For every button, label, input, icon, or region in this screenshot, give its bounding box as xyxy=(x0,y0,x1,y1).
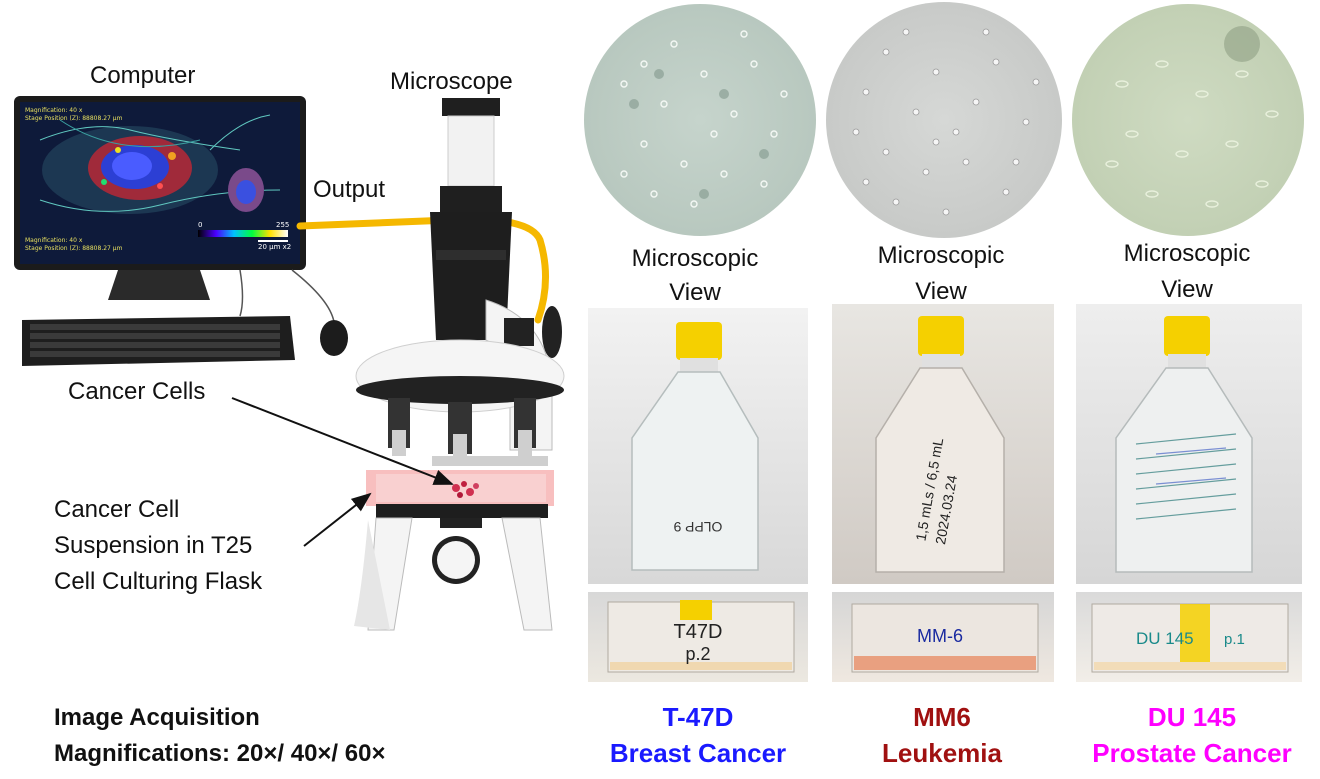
cancer-cells-arrow xyxy=(231,397,454,485)
pointer-arrows xyxy=(231,397,454,547)
flask-photo-t47d: OLPP 9 xyxy=(588,308,808,584)
scale-max: 255 xyxy=(276,221,290,229)
screen-top-line1: Magnification: 40 x xyxy=(25,107,83,114)
cell-line-type-mm6: Leukemia xyxy=(882,738,1002,768)
suspension-arrow xyxy=(303,492,372,547)
suspension-line1: Cancer Cell xyxy=(54,496,180,523)
microscope-illustration xyxy=(296,98,565,631)
microscopic-view-label-2-line2: View xyxy=(915,278,967,305)
microscopic-view-mm6 xyxy=(826,2,1062,238)
flask-side-du145: DU 145 p.1 xyxy=(1076,592,1302,682)
microscopic-view-label-1-line1: Microscopic xyxy=(631,245,759,272)
flask-side-text-mm6: MM-6 xyxy=(917,626,963,646)
color-scale-bar xyxy=(198,230,288,237)
cell-line-code-mm6: MM6 xyxy=(913,702,971,732)
microscopic-view-label-2-line1: Microscopic xyxy=(877,242,1005,269)
microscopic-view-du145 xyxy=(1072,4,1304,236)
cancer-cells-label: Cancer Cells xyxy=(68,378,206,405)
flask-side-text-du145-2: p.1 xyxy=(1224,631,1245,648)
scale-min: 0 xyxy=(198,221,203,229)
suspension-line2: Suspension in T25 xyxy=(54,532,253,559)
screen-top-line2: Stage Position (Z): 88808.27 µm xyxy=(25,115,123,122)
flask-text-t47d-top: OLPP 9 xyxy=(673,519,722,535)
acquisition-line1: Image Acquisition xyxy=(54,704,260,731)
flask-side-text-t47d-1: T47D xyxy=(674,621,723,643)
flask-photo-mm6: 1,5 mLs / 6,5 mL 2024.03.24 xyxy=(832,304,1054,584)
computer-label: Computer xyxy=(90,62,196,89)
microscope-label: Microscope xyxy=(390,68,513,95)
cell-line-code-du145: DU 145 xyxy=(1147,702,1237,732)
screen-bottom-line1: Magnification: 40 x xyxy=(25,237,83,244)
flask-side-mm6: MM-6 xyxy=(832,592,1054,682)
microscopic-view-label-1: Microscopic View xyxy=(610,242,780,310)
flask-photo-du145 xyxy=(1076,304,1302,584)
microscopic-view-label-3: Microscopic View xyxy=(1102,236,1272,308)
microscopic-view-label-1-line2: View xyxy=(669,279,721,306)
microscopic-view-t47d xyxy=(584,4,816,236)
screen-bottom-line2: Stage Position (Z): 88808.27 µm xyxy=(25,245,123,252)
computer-illustration xyxy=(14,96,348,366)
cell-line-type-du145: Prostate Cancer xyxy=(1092,738,1292,768)
flask-side-text-du145-1: DU 145 xyxy=(1136,629,1194,648)
microscopic-view-label-3-line1: Microscopic xyxy=(1123,240,1251,267)
acquisition-line2: Magnifications: 20×/ 40×/ 60× xyxy=(54,740,386,767)
cell-line-type-t47d: Breast Cancer xyxy=(609,738,787,768)
flask-side-text-t47d-2: p.2 xyxy=(685,644,710,664)
scale-bar-label: 20 µm x2 xyxy=(258,243,292,251)
suspension-line3: Cell Culturing Flask xyxy=(54,568,263,595)
microscopic-view-label-3-line2: View xyxy=(1161,276,1213,303)
microscopic-view-label-2: Microscopic View xyxy=(856,238,1026,310)
flask-side-t47d: T47D p.2 xyxy=(588,592,808,682)
cell-line-code-t47d: T-47D xyxy=(662,702,734,732)
mouse xyxy=(320,320,348,356)
output-label: Output xyxy=(313,176,386,203)
